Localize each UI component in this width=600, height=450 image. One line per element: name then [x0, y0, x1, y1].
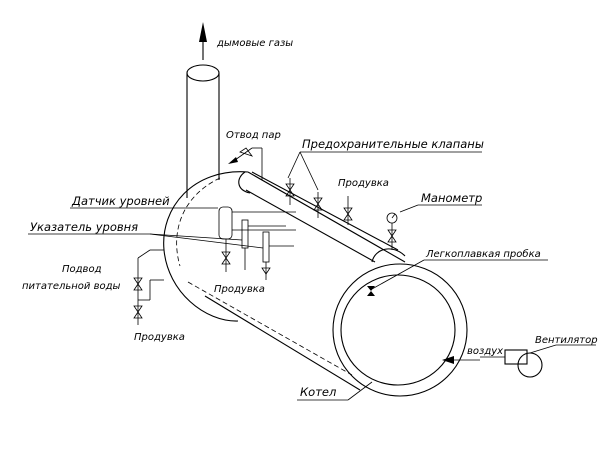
fusible-plug-icon — [367, 259, 548, 296]
safety-valves-label: Предохранительные клапаны — [302, 137, 484, 151]
blowdown-middle-label: Продувка — [214, 284, 265, 295]
flue-gases-label: дымовые газы — [216, 38, 293, 49]
feedwater-label-line2: питательной воды — [22, 281, 121, 292]
fan-label: Вентилятор — [535, 335, 598, 346]
top-blowdown-valve — [343, 196, 353, 225]
safety-valves — [285, 178, 323, 218]
blowdown-top-label: Продувка — [338, 178, 389, 189]
steam-drum — [238, 171, 406, 263]
pressure-gauge-icon — [386, 204, 482, 250]
level-indicator-label: Указатель уровня — [30, 220, 138, 234]
fusible-plug-label: Легкоплавкая пробка — [425, 248, 541, 260]
steam-arrow-icon — [228, 157, 238, 164]
boiler-leader-tip — [347, 381, 373, 401]
fan-icon — [480, 344, 596, 378]
safety-valves-leaders — [287, 151, 482, 191]
feedwater-pipe — [133, 249, 164, 325]
feedwater-label-line1: Подвод — [62, 264, 102, 275]
level-indicator-leaders — [28, 233, 264, 249]
steam-outlet-label: Отвод пар — [226, 130, 281, 141]
level-sensor-label: Датчик уровней — [71, 194, 170, 208]
boiler-label: Котел — [300, 385, 337, 399]
chimney — [186, 64, 220, 198]
level-indicators — [241, 219, 294, 280]
blowdown-bottom-label: Продувка — [134, 332, 185, 343]
pressure-gauge-label: Манометр — [421, 191, 482, 205]
air-label: воздух — [467, 346, 503, 357]
air-arrow-icon — [442, 356, 454, 364]
steam-outlet-pipe — [228, 147, 263, 180]
boiler-shell — [163, 171, 468, 397]
flue-gas-arrow-icon — [199, 22, 207, 60]
